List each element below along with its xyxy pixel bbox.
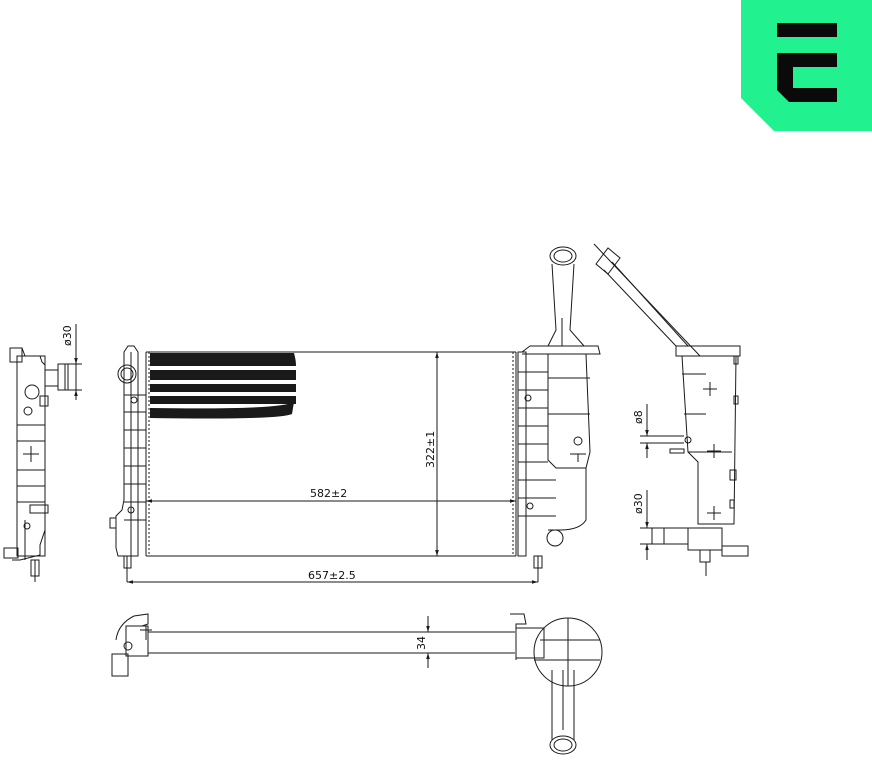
top-view: [111, 613, 603, 755]
logo-glyph-top-bar: [777, 23, 837, 37]
dim-core-height: 322±1: [424, 431, 437, 468]
side-view-left: [3, 324, 82, 582]
front-view: [109, 246, 601, 584]
left-tank-ribs: [124, 394, 146, 521]
core-fins: [150, 353, 296, 419]
right-tank-ribs: [518, 371, 556, 517]
dim-overall-width: 657±2.5: [308, 569, 356, 582]
logo-glyph-bracket: [777, 53, 837, 102]
brand-logo: [741, 0, 872, 131]
dim-core-width: 582±2: [310, 487, 347, 500]
side-view-right: [593, 243, 749, 576]
dim-core-depth: 34: [415, 636, 428, 650]
dim-right-small-diameter: ø8: [632, 410, 645, 424]
dim-left-diameter: ø30: [61, 325, 74, 346]
dim-right-large-diameter: ø30: [632, 493, 645, 514]
